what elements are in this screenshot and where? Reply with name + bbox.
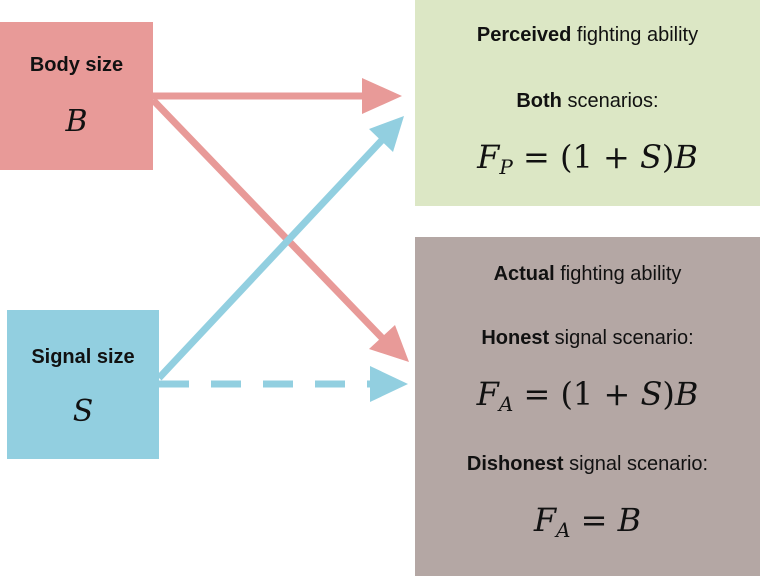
body-size-box: Body size B: [0, 22, 153, 170]
perceived-title: Perceived fighting ability: [415, 24, 760, 47]
perceived-eq-rhs-var: S: [639, 138, 662, 176]
perceived-title-bold: Perceived: [476, 24, 572, 46]
arrowhead-signal-to-perceived: [369, 116, 404, 152]
honest-eq-sub: A: [498, 392, 514, 416]
arrow-body-to-actual: [150, 97, 388, 344]
dishonest-scenario: Dishonest signal scenario:: [415, 453, 760, 476]
perceived-title-rest: fighting ability: [571, 24, 699, 46]
perceived-eq-rhs-mid: ): [661, 138, 675, 176]
dishonest-eq-rhs-pre: =: [570, 501, 618, 539]
perceived-eq-rhs-pre: = (1 +: [512, 138, 640, 176]
perceived-eq-rhs-var2: B: [674, 138, 698, 176]
signal-size-symbol: S: [72, 394, 94, 429]
dishonest-scenario-rest: signal scenario:: [563, 453, 709, 475]
perceived-scenario: Both scenarios:: [415, 90, 760, 113]
honest-eq-rhs-var: S: [640, 375, 663, 413]
honest-equation: FA = (1 + S)B: [415, 375, 760, 416]
dishonest-equation: FA = B: [415, 501, 760, 542]
honest-eq-rhs-pre: = (1 +: [513, 375, 641, 413]
dishonest-scenario-bold: Dishonest: [466, 453, 564, 475]
perceived-equation: FP = (1 + S)B: [415, 138, 760, 179]
perceived-ability-box: Perceived fighting ability Both scenario…: [415, 0, 760, 206]
arrowhead-body-to-perceived: [362, 78, 402, 114]
perceived-eq-lhs: F: [477, 138, 500, 176]
honest-eq-rhs-mid: ): [662, 375, 675, 413]
honest-eq-lhs: F: [476, 375, 499, 413]
arrowhead-signal-to-actual: [370, 366, 408, 402]
body-size-symbol: B: [65, 104, 88, 139]
actual-title-bold: Actual: [493, 263, 555, 285]
perceived-scenario-bold: Both: [516, 90, 562, 112]
perceived-scenario-rest: scenarios:: [561, 90, 659, 112]
honest-scenario-bold: Honest: [481, 327, 550, 349]
actual-ability-box: Actual fighting ability Honest signal sc…: [415, 237, 760, 576]
actual-title-rest: fighting ability: [554, 263, 682, 285]
actual-title: Actual fighting ability: [415, 263, 760, 286]
body-size-title: Body size: [29, 54, 124, 76]
signal-size-title: Signal size: [31, 346, 135, 368]
dishonest-eq-sub: A: [556, 518, 571, 542]
dishonest-eq-rhs-var: B: [617, 501, 642, 539]
honest-scenario: Honest signal scenario:: [415, 327, 760, 350]
signal-size-box: Signal size S: [7, 310, 159, 459]
dishonest-eq-lhs: F: [533, 501, 557, 539]
honest-scenario-rest: signal scenario:: [549, 327, 694, 349]
perceived-eq-sub: P: [499, 155, 513, 179]
honest-eq-rhs-var2: B: [674, 375, 699, 413]
arrowhead-body-to-actual: [369, 325, 409, 362]
arrow-signal-to-perceived: [156, 136, 386, 381]
